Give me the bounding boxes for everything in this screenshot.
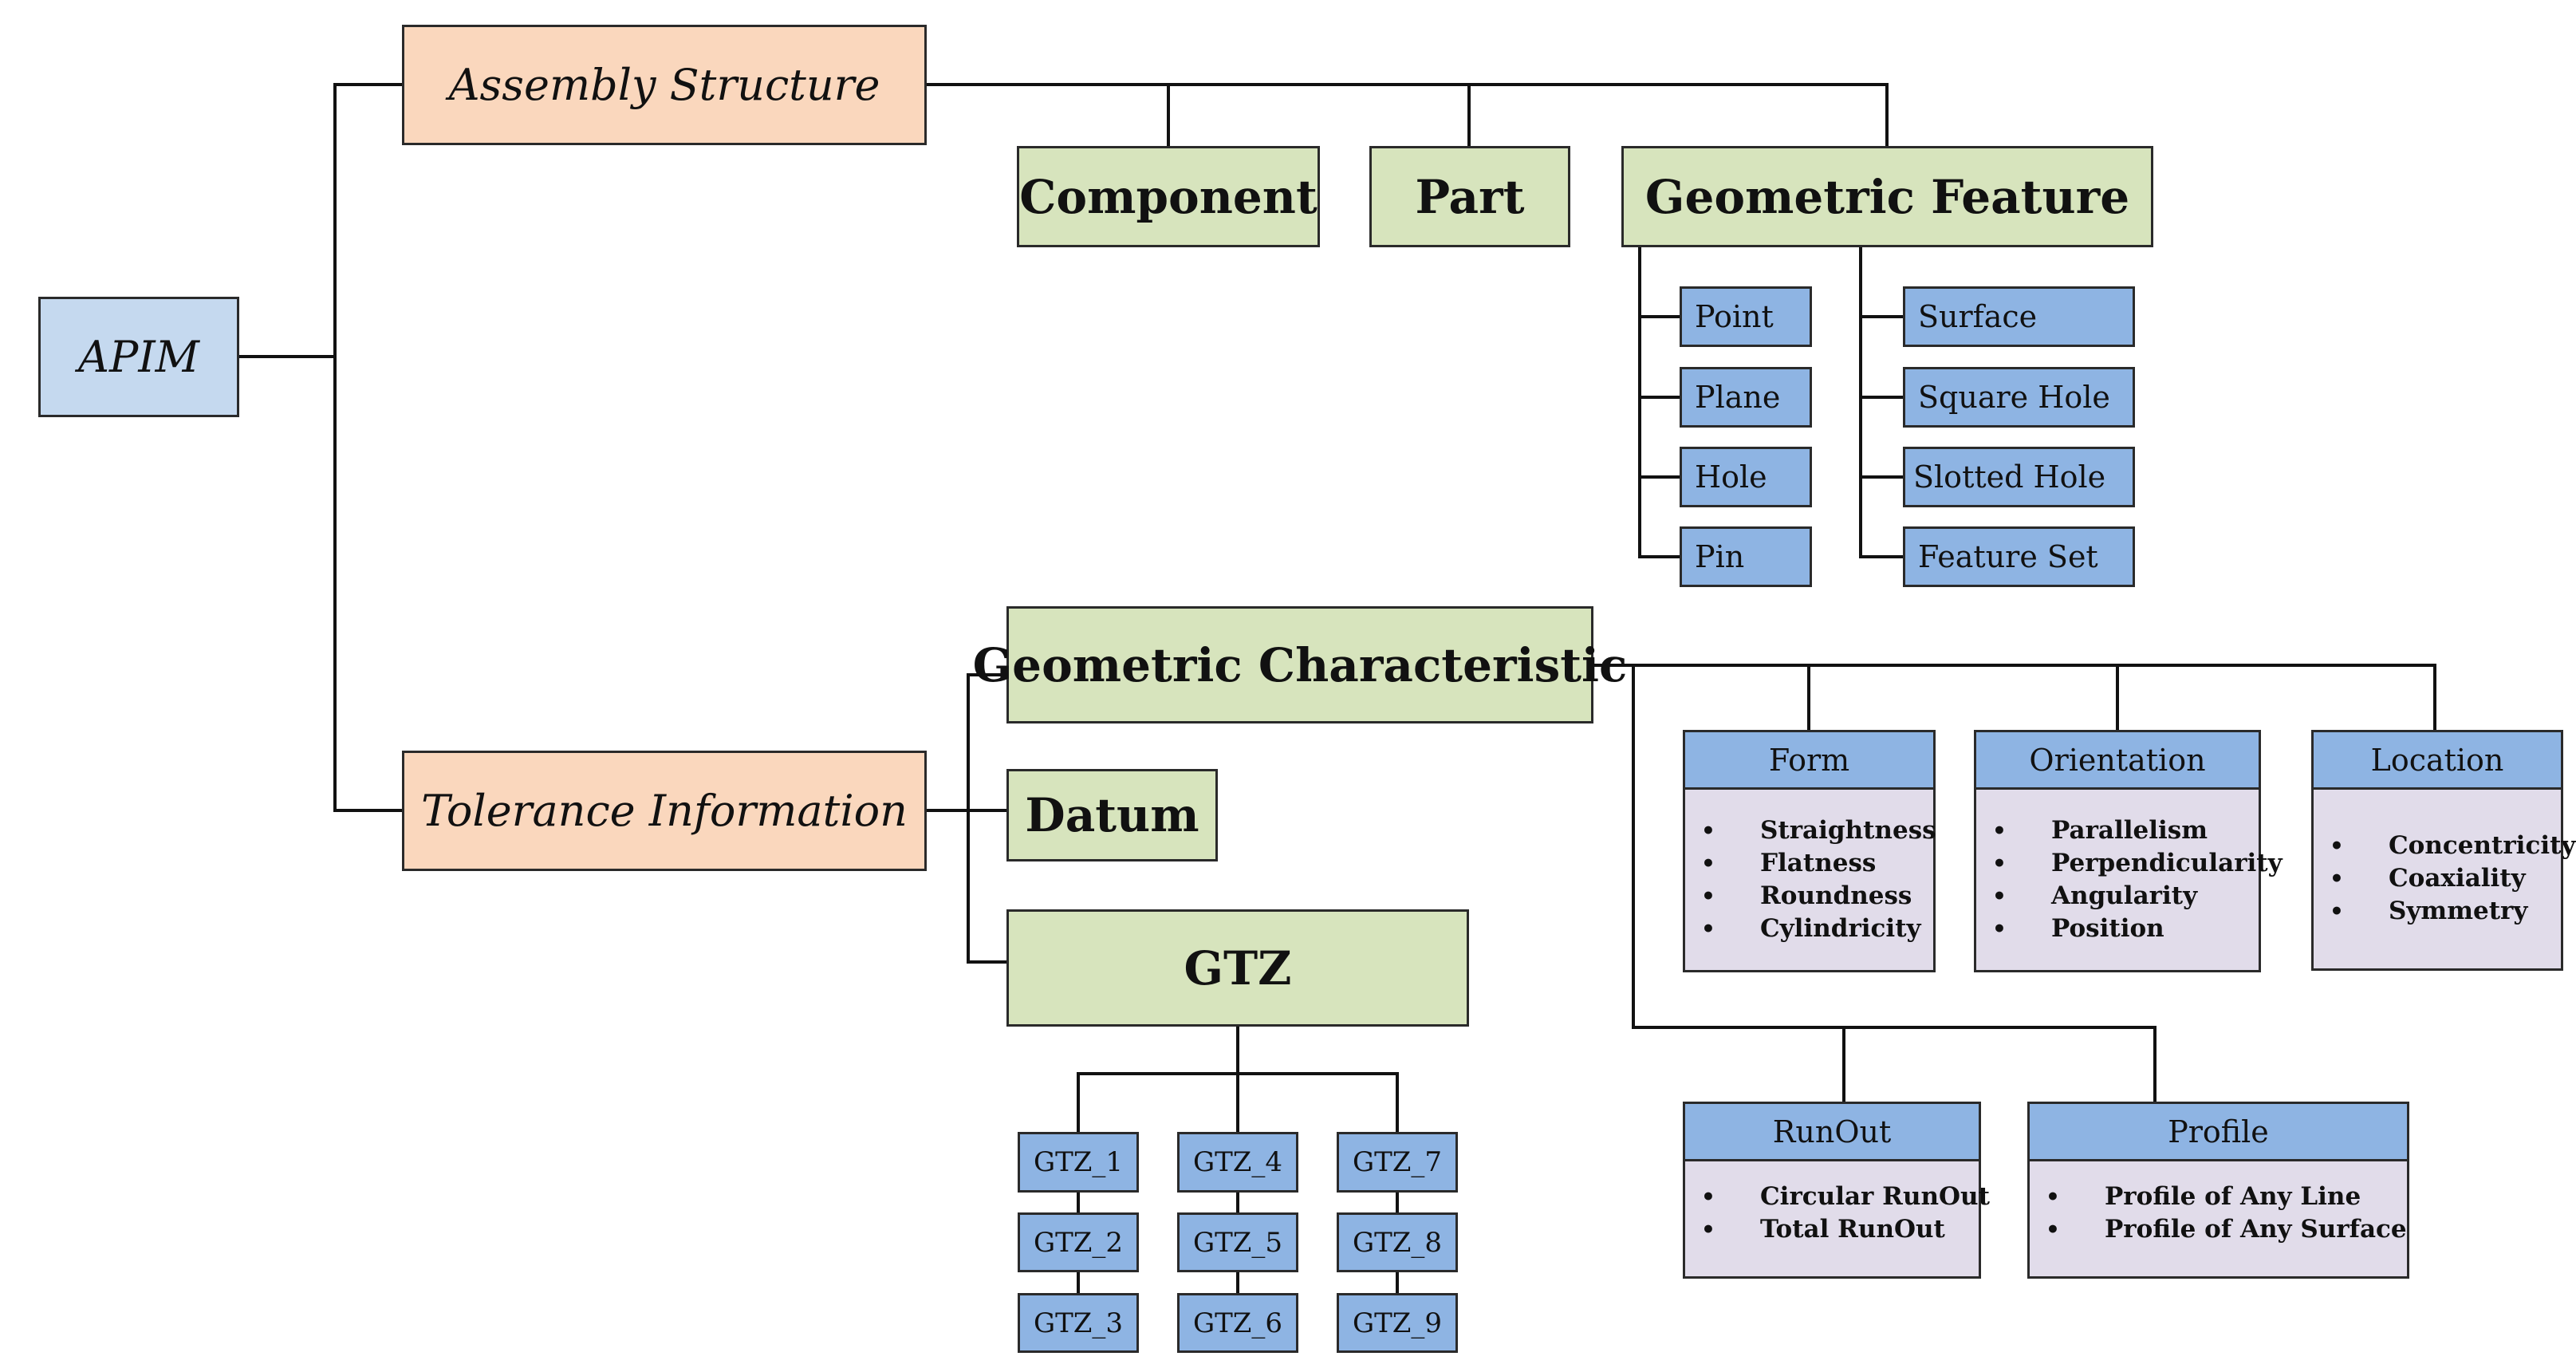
feature-set-node: Feature Set <box>1903 526 2135 587</box>
gtz-item: GTZ_2 <box>1018 1212 1139 1272</box>
card-item: Flatness <box>1701 847 1933 880</box>
datum-node: Datum <box>1006 769 1218 861</box>
card-item-list: Profile of Any Line Profile of Any Surfa… <box>2046 1181 2407 1246</box>
card-item-list: Circular RunOut Total RunOut <box>1701 1181 1990 1246</box>
geometric-feature-node: Geometric Feature <box>1621 146 2153 247</box>
card-item: Profile of Any Line <box>2046 1181 2407 1213</box>
feature-point-node: Point <box>1680 286 1812 347</box>
card-item-list: Straightness Flatness Roundness Cylindri… <box>1701 814 1936 945</box>
feature-square-hole-node: Square Hole <box>1903 367 2135 428</box>
gtz-item: GTZ_1 <box>1018 1132 1139 1193</box>
apim-node: APIM <box>38 297 239 417</box>
card-item: Roundness <box>1701 880 1933 913</box>
card-item-list: Parallelism Perpendicularity Angularity … <box>1992 814 2283 945</box>
card-item-list: Concentricity Coaxiality Symmetry <box>2330 830 2575 928</box>
feature-slotted-hole-node: Slotted Hole <box>1903 447 2135 507</box>
card-item: Straightness <box>1701 814 1936 847</box>
card-item: Position <box>1992 913 2259 945</box>
card-item: Parallelism <box>1992 814 2259 847</box>
geometric-characteristic-node: Geometric Characteristic <box>973 606 1627 723</box>
card-title: RunOut <box>1685 1104 1979 1161</box>
card-title: Form <box>1685 732 1933 790</box>
card-item: Angularity <box>1992 880 2259 913</box>
gtz-item: GTZ_3 <box>1018 1293 1139 1353</box>
location-card: Location Concentricity Coaxiality Symmet… <box>2311 730 2575 971</box>
runout-card: RunOut Circular RunOut Total RunOut <box>1683 1102 1990 1279</box>
card-title: Orientation <box>1976 732 2259 790</box>
orientation-card: Orientation Parallelism Perpendicularity… <box>1974 730 2283 972</box>
feature-surface-node: Surface <box>1903 286 2135 347</box>
card-item: Concentricity <box>2330 830 2575 862</box>
form-card: Form Straightness Flatness Roundness Cyl… <box>1683 730 1936 972</box>
card-item: Circular RunOut <box>1701 1181 1990 1213</box>
part-node: Part <box>1369 146 1570 247</box>
gtz-item: GTZ_7 <box>1337 1132 1458 1193</box>
tolerance-information-node: Tolerance Information <box>402 751 927 871</box>
card-item: Cylindricity <box>1701 913 1933 945</box>
card-item: Perpendicularity <box>1992 847 2283 880</box>
gtz-item: GTZ_8 <box>1337 1212 1458 1272</box>
card-title: Location <box>2314 732 2561 790</box>
card-title: Profile <box>2030 1104 2407 1161</box>
gtz-item: GTZ_4 <box>1177 1132 1298 1193</box>
gtz-node: GTZ <box>1006 909 1469 1027</box>
feature-hole-node: Hole <box>1680 447 1812 507</box>
feature-pin-node: Pin <box>1680 526 1812 587</box>
card-item: Profile of Any Surface <box>2046 1213 2407 1246</box>
feature-plane-node: Plane <box>1680 367 1812 428</box>
gtz-item: GTZ_6 <box>1177 1293 1298 1353</box>
gtz-item: GTZ_5 <box>1177 1212 1298 1272</box>
card-item: Symmetry <box>2330 895 2561 928</box>
card-item: Total RunOut <box>1701 1213 1979 1246</box>
profile-card: Profile Profile of Any Line Profile of A… <box>2027 1102 2409 1279</box>
card-item: Coaxiality <box>2330 862 2561 895</box>
gtz-item: GTZ_9 <box>1337 1293 1458 1353</box>
component-node: Component <box>1017 146 1320 247</box>
assembly-structure-node: Assembly Structure <box>402 25 927 145</box>
